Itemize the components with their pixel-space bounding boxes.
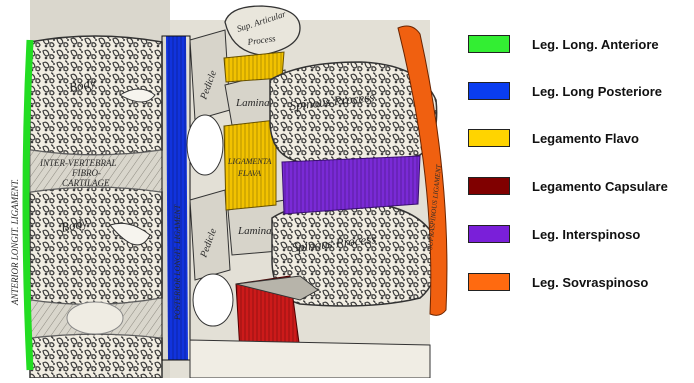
intervertebral-foramen-lower [193,274,233,326]
legend-item-sovraspinoso: Leg. Sovraspinoso [468,270,648,294]
legend-item-posterior: Leg. Long Posteriore [468,79,662,103]
legend-label: Legamento Capsulare [532,179,668,194]
legend-swatch [468,35,510,53]
legend-swatch [468,225,510,243]
intervertebral-foramen [187,115,223,175]
interspinous-ligament-striation [282,156,420,214]
legend-label: Leg. Long. Anteriore [532,37,659,52]
label-disc-3: CARTILAGE [62,178,110,188]
label-lamina-lower: Lamina [237,225,272,237]
legend-item-flavo: Legamento Flavo [468,126,639,150]
nucleus-pulposus [67,302,123,334]
legend-item-interspinoso: Leg. Interspinoso [468,222,640,246]
legend-item-anterior: Leg. Long. Anteriore [468,32,659,56]
legend-item-capsulare: Legamento Capsulare [468,174,668,198]
anterior-longitudinal-ligament [26,40,30,370]
legend-label: Leg. Sovraspinoso [532,275,648,290]
vertebral-body-lower [30,334,162,378]
legend-label: Leg. Interspinoso [532,227,640,242]
label-disc-2: FIBRO- [71,168,101,178]
label-anterior-ligament: ANTERIOR LONGIT. LIGAMENT. [10,179,20,306]
legend-swatch [468,129,510,147]
legend-label: Leg. Long Posteriore [532,84,662,99]
legend-label: Legamento Flavo [532,131,639,146]
legend-swatch [468,273,510,291]
legend-swatch [468,82,510,100]
label-disc-1: INTER-VERTEBRAL [39,158,117,168]
legend-swatch [468,177,510,195]
vertebral-body-middle [30,187,162,305]
label-ligamenta-flava-2: FLAVA [237,169,261,178]
lower-vertebra-posterior [190,340,430,378]
label-posterior-ligament: POSTERIOR LONGIT. LIGAMENT [173,204,182,321]
label-ligamenta-flava-1: LIGAMENTA [227,157,272,166]
label-lamina-upper: Lamina [235,97,270,109]
